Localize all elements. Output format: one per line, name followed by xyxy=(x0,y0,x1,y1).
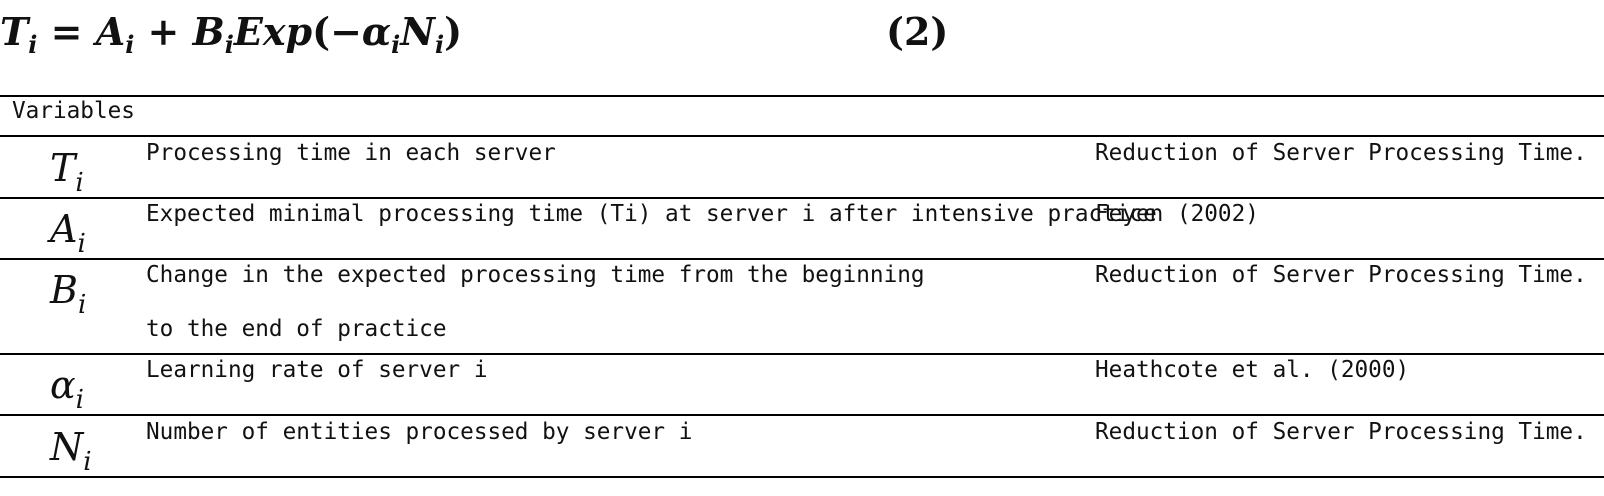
variable-description: Learning rate of server i xyxy=(146,357,488,383)
variable-symbol: Bi xyxy=(50,268,86,318)
variable-source: Reduction of Server Processing Time. xyxy=(1095,140,1587,166)
variable-symbol: Ai xyxy=(50,207,86,257)
variable-source: Heathcote et al. (2000) xyxy=(1095,357,1410,383)
variable-source: Feyen (2002) xyxy=(1095,201,1259,227)
variable-symbol: Ni xyxy=(50,425,92,475)
symbol-subscript: i xyxy=(77,290,87,320)
variable-source: Reduction of Server Processing Time. xyxy=(1095,419,1587,445)
equation: Ti = Ai + BiExp(−αiNi) xyxy=(0,4,1000,60)
symbol-letter: α xyxy=(50,363,76,407)
equation-equals: = xyxy=(37,9,96,54)
equation-term-n: N xyxy=(400,9,436,54)
variable-description: Change in the expected processing time f… xyxy=(146,262,925,288)
equation-alpha-subscript: i xyxy=(391,30,401,59)
variable-description: Processing time in each server xyxy=(146,140,556,166)
table-bottom-rule xyxy=(0,476,1604,478)
equation-plus: + xyxy=(134,9,193,54)
equation-lhs: T xyxy=(0,9,29,54)
equation-term-a-subscript: i xyxy=(125,30,135,59)
variable-symbol: Ti xyxy=(50,146,84,196)
variable-description: Expected minimal processing time (Ti) at… xyxy=(146,201,1157,227)
row-rule xyxy=(0,258,1604,260)
variable-symbol: αi xyxy=(50,363,84,413)
symbol-subscript: i xyxy=(75,168,84,198)
equation-term-b: B xyxy=(192,9,225,54)
symbol-subscript: i xyxy=(77,229,86,259)
symbol-letter: A xyxy=(50,207,78,251)
equation-term-a: A xyxy=(95,9,126,54)
table-header-rule xyxy=(0,135,1604,137)
variable-description: Number of entities processed by server i xyxy=(146,419,693,445)
equation-close-paren: ) xyxy=(444,9,463,54)
equation-lhs-subscript: i xyxy=(28,30,38,59)
row-rule xyxy=(0,414,1604,416)
equation-open-paren: (− xyxy=(312,9,362,54)
equation-term-b-subscript: i xyxy=(224,30,234,59)
symbol-subscript: i xyxy=(75,385,84,415)
symbol-letter: N xyxy=(50,425,84,469)
equation-term-n-subscript: i xyxy=(435,30,445,59)
equation-number: (2) xyxy=(886,9,949,54)
symbol-subscript: i xyxy=(83,447,92,477)
row-rule xyxy=(0,197,1604,199)
equation-exp: Exp xyxy=(233,9,313,54)
table-top-rule xyxy=(0,95,1604,97)
variable-description-continued: to the end of practice xyxy=(146,316,447,342)
equation-alpha: α xyxy=(361,9,392,54)
table-header-variables: Variables xyxy=(12,98,135,124)
symbol-letter: T xyxy=(50,146,76,190)
row-rule xyxy=(0,353,1604,355)
symbol-letter: B xyxy=(50,268,78,312)
variable-source: Reduction of Server Processing Time. xyxy=(1095,262,1587,288)
